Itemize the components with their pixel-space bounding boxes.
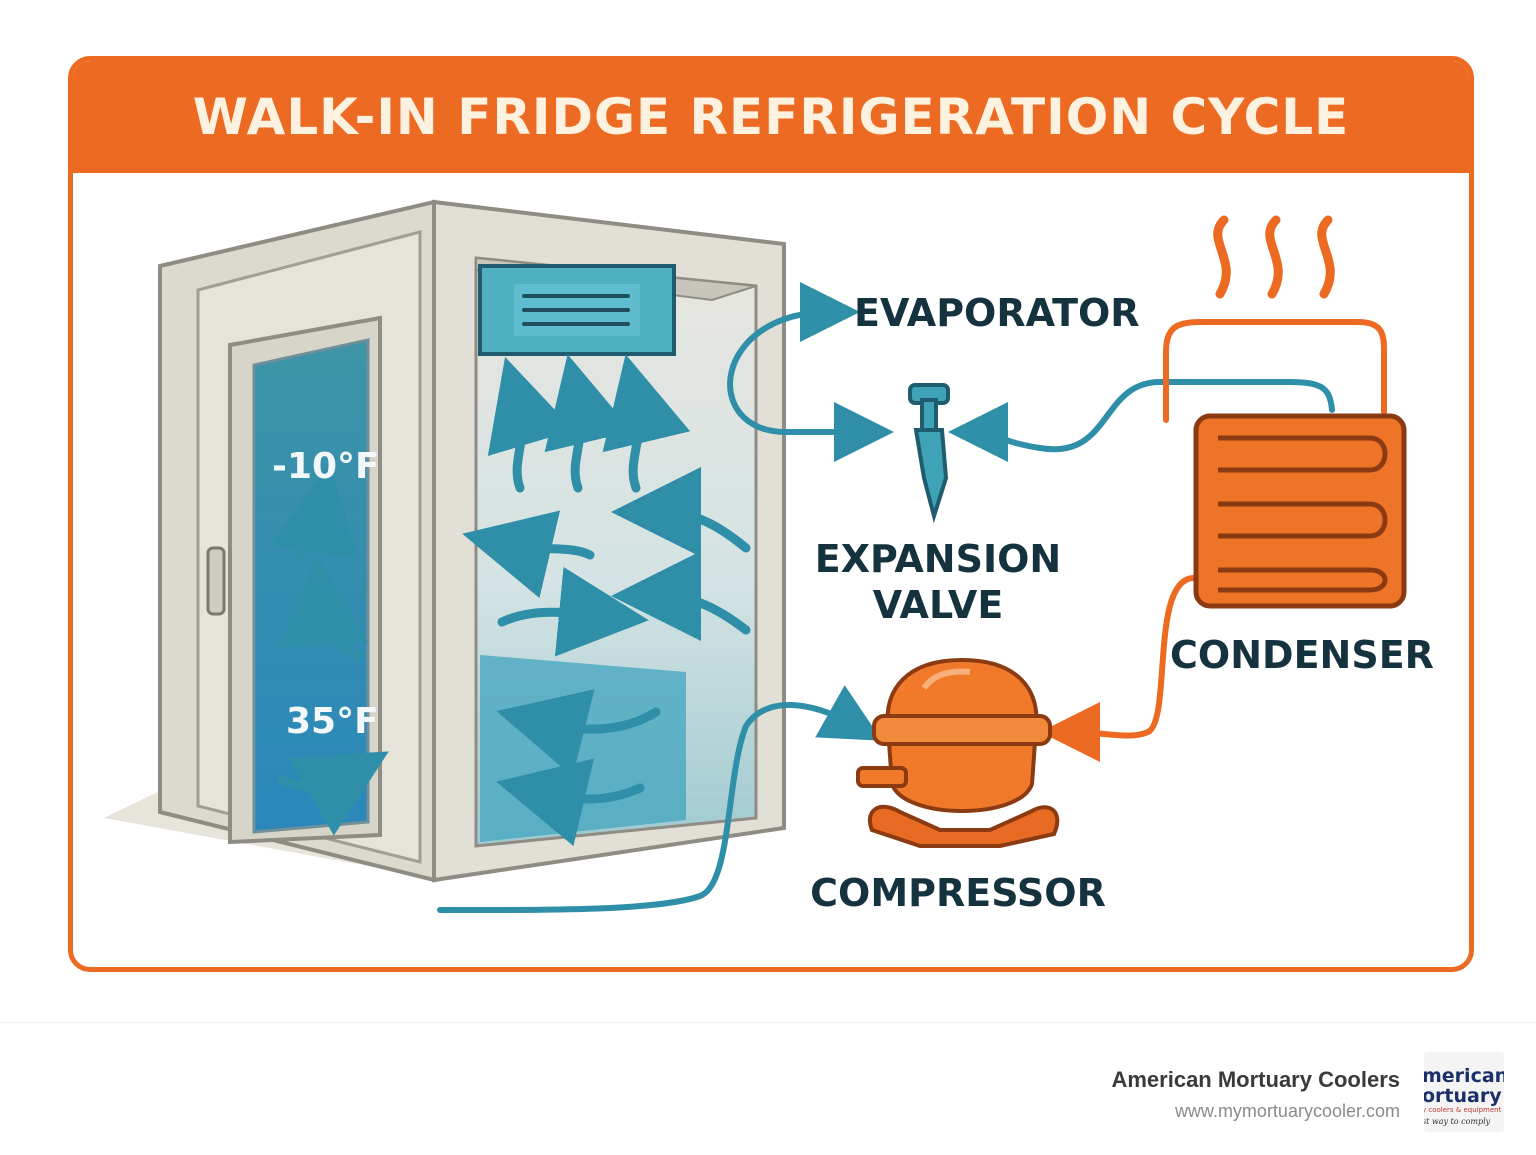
compressor-unit — [856, 657, 1060, 848]
airflow-arrow — [487, 356, 575, 493]
door-handle — [206, 546, 226, 616]
brand-name: American Mortuary Coolers — [1111, 1067, 1400, 1092]
refrigerant-lines — [437, 282, 1387, 914]
brand-block: American Mortuary Coolers www.mymortuary… — [1111, 1067, 1400, 1122]
temperature-bottom: 35°F — [286, 701, 379, 742]
title-banner: WALK-IN FRIDGE REFRIGERATION CYCLE — [73, 61, 1469, 173]
diagram-title: WALK-IN FRIDGE REFRIGERATION CYCLE — [192, 88, 1350, 146]
label-expansion-line2: VALVE — [873, 583, 1004, 627]
airflow-arrow — [544, 354, 633, 493]
temperature-top: -10°F — [272, 446, 380, 487]
logo-line3: y coolers & equipment — [1424, 1106, 1502, 1114]
logo-line4: st way to comply — [1424, 1117, 1491, 1126]
logo-line1: merican — [1424, 1065, 1504, 1087]
airflow-arrows — [270, 354, 751, 847]
line-compressor-to-condenser — [1040, 575, 1197, 763]
cabinet-door — [206, 315, 382, 845]
airflow-arrow — [496, 689, 661, 777]
airflow-arrow — [496, 758, 645, 847]
expansion-valve — [908, 383, 950, 524]
label-evaporator: EVAPORATOR — [854, 291, 1140, 335]
footer: American Mortuary Coolers www.mymortuary… — [0, 1022, 1536, 1155]
brand-logo: merican ortuary y coolers & equipment st… — [1424, 1052, 1504, 1132]
airflow-arrow — [462, 510, 595, 599]
heat-waves-icon — [1213, 215, 1335, 299]
airflow-arrow — [277, 751, 389, 836]
label-expansion-line1: EXPANSION — [815, 537, 1061, 581]
airflow-arrow — [278, 555, 369, 661]
label-condenser: CONDENSER — [1170, 633, 1434, 677]
line-from-condenser — [948, 379, 1335, 463]
airflow-arrow — [497, 566, 649, 657]
line-to-compressor — [437, 685, 883, 914]
condenser-unit — [1193, 413, 1407, 609]
line-to-evaporator — [727, 282, 860, 435]
label-compressor: COMPRESSOR — [810, 871, 1106, 915]
logo-line2: ortuary — [1424, 1085, 1502, 1107]
brand-url[interactable]: www.mymortuarycooler.com — [1174, 1101, 1400, 1121]
refrigeration-diagram: -10°F 35°F EVAPORATOR EXPANSION V — [104, 199, 1434, 915]
airflow-arrow — [611, 467, 751, 558]
evaporator-unit — [475, 256, 757, 356]
condenser-loop — [1163, 319, 1387, 423]
airflow-arrow — [611, 551, 751, 642]
logo-graphic: merican ortuary y coolers & equipment st… — [1424, 1052, 1504, 1132]
